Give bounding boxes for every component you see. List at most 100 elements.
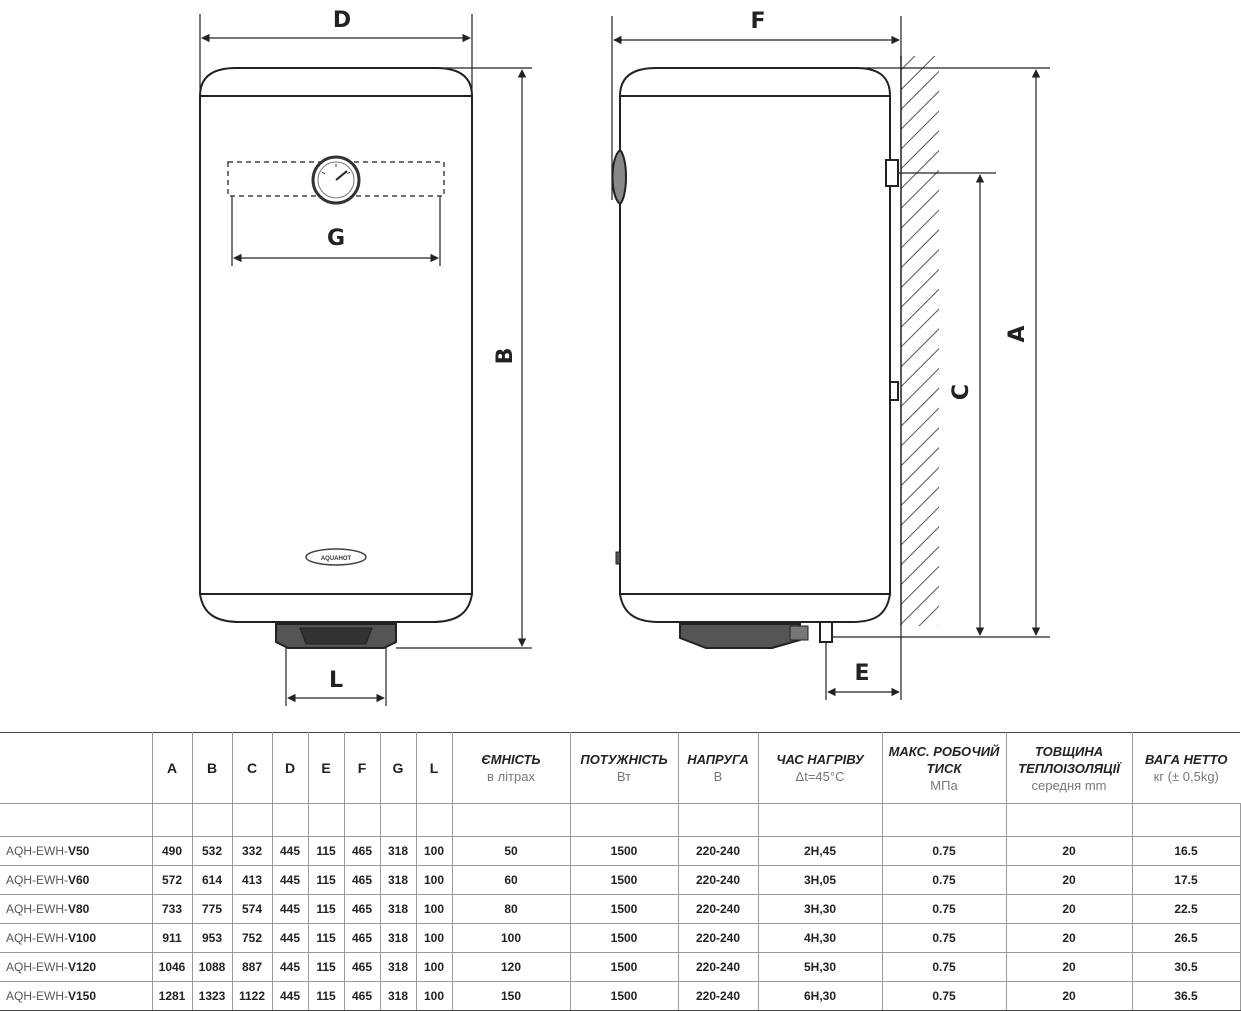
dim-cell: 465 (344, 981, 381, 1011)
dim-cell: 100 (416, 923, 453, 953)
model-cell: AQH-EWH-V60 (0, 865, 153, 895)
model-cell: AQH-EWH-V100 (0, 923, 153, 953)
spacer-cell (758, 803, 883, 837)
spec-cell: 36.5 (1132, 981, 1241, 1011)
header-spec-unit: МПа (930, 777, 958, 793)
model-code: V50 (68, 844, 90, 858)
dim-cell: 887 (232, 952, 273, 982)
side-thermometer (611, 148, 627, 206)
header-spec-title: НАПРУГА (687, 752, 749, 767)
logo-badge (305, 548, 367, 566)
header-spec-title: МАКС. РОБОЧИЙ ТИСК (888, 743, 1000, 776)
dim-label-l: L (329, 668, 343, 693)
header-spec-unit: Вт (616, 769, 632, 784)
spec-cell: 220-240 (678, 923, 759, 953)
dim-cell: 318 (380, 894, 417, 924)
spacer-cell (678, 803, 759, 837)
spec-cell: 220-240 (678, 981, 759, 1011)
dim-cell: 100 (416, 981, 453, 1011)
dim-cell: 1122 (232, 981, 273, 1011)
wall-hatch (901, 56, 939, 626)
wall-bracket-top (885, 159, 899, 187)
model-code: V150 (68, 989, 97, 1003)
model-prefix: AQH-EWH- (6, 931, 68, 945)
header-dim-l: L (416, 732, 453, 804)
model-code: V100 (68, 931, 97, 945)
header-spec-title: ПОТУЖНІСТЬ (580, 752, 668, 767)
spec-cell: 26.5 (1132, 923, 1241, 953)
spec-cell: 20 (1006, 865, 1133, 895)
spec-cell: 4Н,30 (758, 923, 883, 953)
spec-cell: 220-240 (678, 894, 759, 924)
dim-cell: 574 (232, 894, 273, 924)
spec-cell: 0.75 (882, 894, 1007, 924)
dim-cell: 445 (272, 923, 309, 953)
water-heater-diagram: AQUAHOT D G B L (198, 8, 1050, 706)
dim-label-c: C (949, 384, 974, 400)
dim-label-b: B (493, 348, 518, 365)
spacer-cell (232, 803, 273, 837)
dim-cell: 318 (380, 923, 417, 953)
spacer-cell (380, 803, 417, 837)
spec-cell: 1500 (570, 836, 679, 866)
side-dimensions (611, 16, 1050, 700)
dim-cell: 115 (308, 836, 345, 866)
dim-cell: 318 (380, 865, 417, 895)
spacer-cell (882, 803, 1007, 837)
header-spec-title: ВАГА НЕТТО (1145, 752, 1228, 767)
spec-cell: 20 (1006, 836, 1133, 866)
dim-label-d: D (333, 8, 351, 33)
header-dim-a: A (152, 732, 193, 804)
dim-cell: 100 (416, 952, 453, 982)
spec-cell: 150 (452, 981, 571, 1011)
spacer-cell (308, 803, 345, 837)
model-prefix: AQH-EWH- (6, 902, 68, 916)
header-dim-c: C (232, 732, 273, 804)
side-view (611, 67, 899, 649)
spec-cell: 17.5 (1132, 865, 1241, 895)
header-dim-g: G (380, 732, 417, 804)
header-spec-unit: середня mm (1031, 777, 1107, 793)
dim-cell: 413 (232, 865, 273, 895)
dim-cell: 445 (272, 865, 309, 895)
spec-cell: 220-240 (678, 836, 759, 866)
spec-cell: 0.75 (882, 981, 1007, 1011)
dim-cell: 115 (308, 894, 345, 924)
dim-cell: 318 (380, 836, 417, 866)
dim-label-g: G (327, 226, 345, 251)
dim-cell: 465 (344, 923, 381, 953)
spec-cell: 100 (452, 923, 571, 953)
dim-cell: 490 (152, 836, 193, 866)
table-spacer-row (0, 803, 1241, 837)
spec-cell: 220-240 (678, 865, 759, 895)
spec-cell: 1500 (570, 923, 679, 953)
dim-cell: 614 (192, 865, 233, 895)
spec-cell: 0.75 (882, 836, 1007, 866)
spacer-cell (416, 803, 453, 837)
dim-cell: 100 (416, 836, 453, 866)
side-flange (679, 623, 801, 649)
side-top-cap (618, 67, 892, 97)
spacer-cell (1006, 803, 1133, 837)
spacer-cell (344, 803, 381, 837)
spacer-cell (192, 803, 233, 837)
spec-cell: 5Н,30 (758, 952, 883, 982)
dim-cell: 752 (232, 923, 273, 953)
spec-cell: 80 (452, 894, 571, 924)
dim-cell: 532 (192, 836, 233, 866)
header-dim-f: F (344, 732, 381, 804)
spec-cell: 220-240 (678, 952, 759, 982)
dim-cell: 115 (308, 952, 345, 982)
dim-cell: 115 (308, 981, 345, 1011)
spec-cell: 1500 (570, 952, 679, 982)
